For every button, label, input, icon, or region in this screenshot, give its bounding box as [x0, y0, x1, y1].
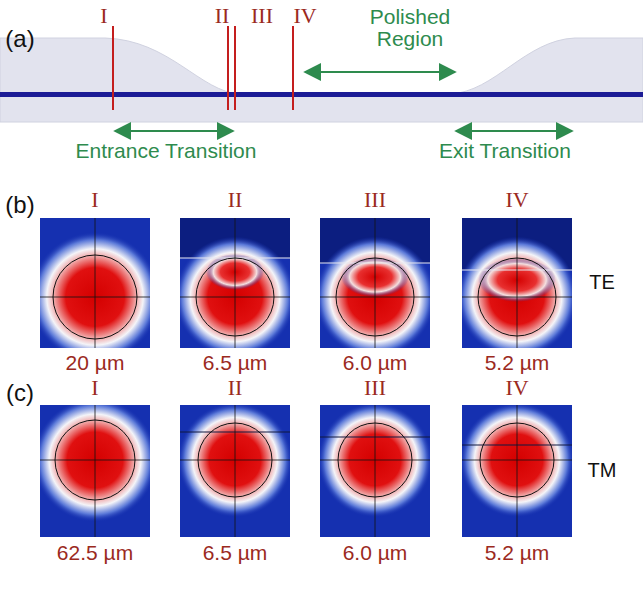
region-label: Polished Region	[350, 6, 470, 50]
section-numeral: III	[364, 188, 386, 211]
section-numeral: II	[228, 188, 243, 211]
fiber-cladding	[0, 38, 643, 122]
mode-panel	[457, 218, 578, 357]
fiber-core	[0, 92, 643, 97]
thickness-value: 5.2 µm	[485, 352, 550, 374]
section-numeral: I	[91, 188, 98, 211]
thickness-value: 6.0 µm	[343, 542, 408, 564]
panel-letter: (a)	[5, 26, 34, 51]
section-numeral: II	[215, 4, 230, 27]
section-numeral: III	[364, 376, 386, 399]
thickness-value: 20 µm	[66, 352, 125, 374]
section-numeral: IV	[505, 376, 528, 399]
thickness-value: 6.5 µm	[203, 542, 268, 564]
panel-letter: (c)	[6, 380, 34, 405]
polarization-label: TM	[588, 460, 617, 481]
section-numeral: IV	[293, 4, 316, 27]
region-label: Exit Transition	[439, 140, 571, 162]
section-numeral: I	[91, 376, 98, 399]
mode-panel	[30, 218, 160, 362]
thickness-value: 6.5 µm	[203, 352, 268, 374]
section-numeral: III	[251, 4, 273, 27]
polarization-label: TE	[589, 272, 615, 293]
section-numeral: II	[228, 376, 243, 399]
mode-panel	[315, 218, 436, 357]
section-numeral: I	[100, 4, 107, 27]
mode-panel	[460, 403, 575, 537]
cut-lines	[113, 26, 293, 110]
region-arrows	[115, 72, 572, 131]
region-label: Entrance Transition	[76, 140, 257, 162]
mode-panel	[33, 398, 157, 537]
section-numeral: IV	[505, 188, 528, 211]
mode-panel	[178, 403, 293, 537]
mode-panel	[318, 403, 433, 537]
mode-panel	[175, 218, 296, 357]
thickness-value: 6.0 µm	[343, 352, 408, 374]
thickness-value: 62.5 µm	[57, 542, 133, 564]
mode-images	[30, 218, 578, 537]
panel-letter: (b)	[5, 192, 34, 217]
thickness-value: 5.2 µm	[485, 542, 550, 564]
